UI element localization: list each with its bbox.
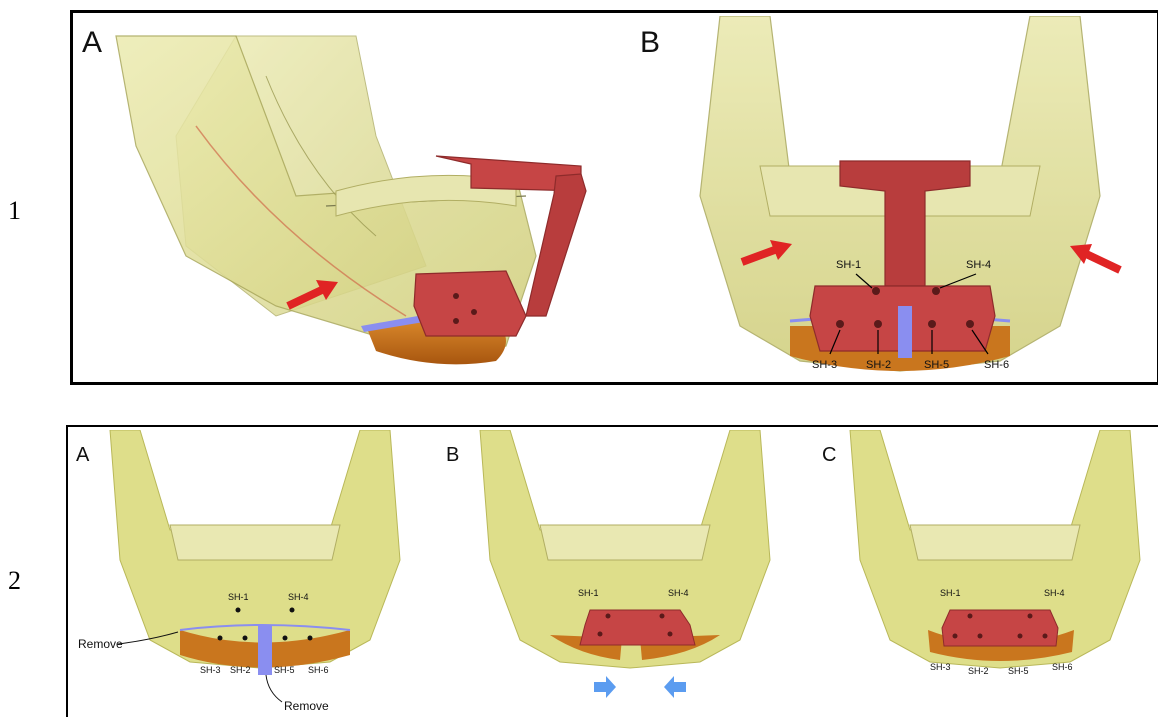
row1-panel-a: A	[76, 16, 636, 380]
panel-letter: C	[822, 444, 836, 467]
callout-sh3: SH-3	[930, 662, 951, 672]
callout-sh3: SH-3	[200, 665, 221, 675]
panel-letter: A	[76, 444, 89, 467]
mandible-lateral-illustration	[76, 16, 636, 380]
callout-sh6: SH-6	[308, 665, 329, 675]
mandible-result-illustration: SH-1 SH-4 SH-3 SH-2 SH-5 SH-6	[810, 430, 1158, 715]
callout-sh6: SH-6	[1052, 662, 1073, 672]
callout-sh1: SH-1	[940, 588, 961, 598]
row-label-2: 2	[8, 566, 21, 596]
callout-sh2: SH-2	[866, 359, 891, 371]
callout-sh1: SH-1	[578, 588, 599, 598]
panel-letter: B	[640, 26, 660, 60]
panel-letter: A	[82, 26, 102, 60]
callout-sh4: SH-4	[1044, 588, 1065, 598]
callout-sh3: SH-3	[812, 359, 837, 371]
callout-sh5: SH-5	[274, 665, 295, 675]
callout-sh4: SH-4	[668, 588, 689, 598]
row2-panel-c: SH-1 SH-4 SH-3 SH-2 SH-5 SH-6 C	[810, 430, 1158, 715]
callout-sh1: SH-1	[836, 259, 861, 271]
blue-arrow-left-icon	[664, 676, 686, 698]
callout-sh4: SH-4	[966, 259, 991, 271]
callout-sh2: SH-2	[230, 665, 251, 675]
row2-panel-a: SH-1 SH-4 SH-3 SH-2 SH-5 SH-6 Remove Rem…	[70, 430, 440, 715]
panel-letter: B	[446, 444, 459, 467]
blue-arrow-right-icon	[594, 676, 616, 698]
row2-panel-b: SH-1 SH-4 B	[440, 430, 810, 715]
callout-sh5: SH-5	[924, 359, 949, 371]
callout-sh2: SH-2	[968, 666, 989, 676]
callout-sh6: SH-6	[984, 359, 1009, 371]
callout-sh4: SH-4	[288, 592, 309, 602]
row1-panel-b: SH-1 SH-4 SH-3 SH-2 SH-5 SH-6 B	[640, 16, 1155, 380]
mandible-frontal-illustration: SH-1 SH-4 SH-3 SH-2 SH-5 SH-6	[640, 16, 1155, 380]
remove-note-left: Remove	[78, 637, 123, 651]
mandible-guide-illustration: SH-1 SH-4	[440, 430, 810, 715]
remove-note-bottom: Remove	[284, 699, 329, 713]
mandible-removal-illustration: SH-1 SH-4 SH-3 SH-2 SH-5 SH-6 Remove Rem…	[70, 430, 440, 715]
callout-sh1: SH-1	[228, 592, 249, 602]
callout-sh5: SH-5	[1008, 666, 1029, 676]
row-label-1: 1	[8, 196, 21, 226]
